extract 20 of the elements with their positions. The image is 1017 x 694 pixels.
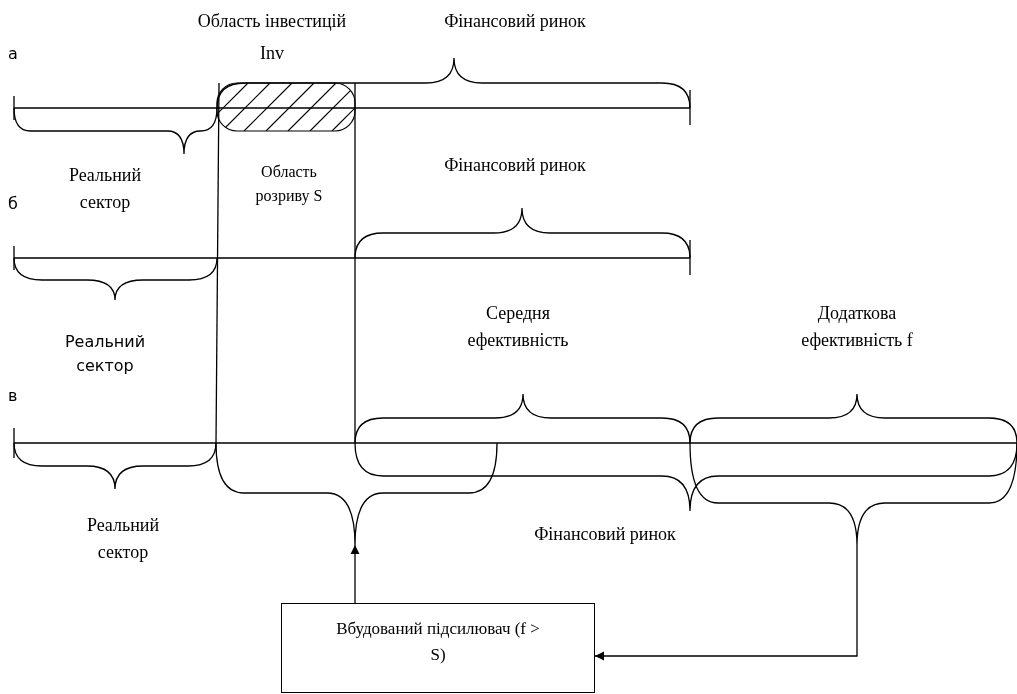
arrow <box>350 544 360 604</box>
text-label: Область розриву S <box>254 162 324 207</box>
text-label: Фінансовий ринок <box>443 10 587 33</box>
text-label: Реальний сектор <box>67 164 143 214</box>
text-label: Реальний сектор <box>63 331 147 377</box>
text-label: Inv <box>259 42 285 65</box>
arrow <box>594 544 858 661</box>
brace <box>215 442 498 546</box>
text-label: Додаткова ефективність f <box>800 302 914 352</box>
text-label: Фінансовий ринок <box>533 523 677 546</box>
brace <box>689 442 1017 546</box>
text-label: б <box>8 193 18 215</box>
text-label: а <box>8 43 18 65</box>
text-label: Область інвестицій <box>196 10 348 33</box>
text-label: Реальний сектор <box>85 514 161 564</box>
text-label: Середня ефективність <box>466 302 570 352</box>
process-box <box>281 603 595 693</box>
box-label: Вбудований підсилювач (f > S) <box>335 618 541 666</box>
text-label: в <box>8 385 18 407</box>
text-label: Фінансовий ринок <box>443 154 587 177</box>
